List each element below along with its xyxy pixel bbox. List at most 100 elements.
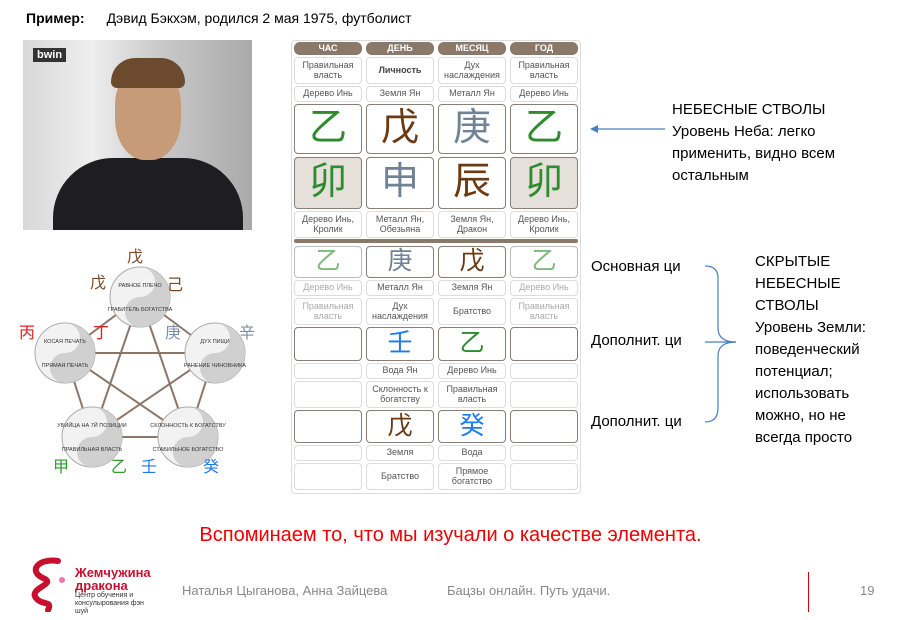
hidden-stem: 壬 (366, 327, 434, 361)
earthly-branch: 卯 (294, 157, 362, 209)
branch-label: Земля Ян, Дракон (438, 211, 506, 238)
column-header: ДЕНЬ (366, 42, 434, 55)
branch-label: Металл Ян, Обезьяна (366, 211, 434, 238)
hidden-stem-element: Дерево Инь (510, 280, 578, 296)
note-line: использовать (755, 385, 850, 402)
element-char: 乙 (111, 459, 127, 476)
note-line: потенциал; (755, 363, 833, 380)
logo-title: Жемчужина драконa (75, 565, 151, 593)
element-char: 辛 (239, 324, 255, 342)
note-line: Уровень Земли: (755, 319, 866, 336)
stem-element: Дерево Инь (294, 86, 362, 102)
hidden-stems-note: СКРЫТЫЕ НЕБЕСНЫЕ СТВОЛЫ Уровень Земли: п… (755, 251, 866, 449)
node-label-bottom: ГРАБИТЕЛЬ БОГАТСТВА (108, 307, 173, 313)
stem-ten-god: Правильная власть (510, 57, 578, 84)
element-char: 甲 (53, 459, 69, 476)
heavenly-stem: 乙 (294, 104, 362, 154)
element-char: 壬 (141, 458, 157, 476)
logo-subtitle: Центр обучения и консулырования фэн шуй (75, 592, 144, 615)
qi-main-label: Основная ци (591, 258, 681, 275)
branch-label: Дерево Инь, Кролик (510, 211, 578, 238)
heavenly-stem: 乙 (510, 104, 578, 154)
hidden-stem-ten-god (294, 463, 362, 490)
stem-ten-god: Дух наслаждения (438, 57, 506, 84)
hidden-stem-ten-god: Прямое богатство (438, 463, 506, 490)
element-char: 庚 (165, 324, 181, 342)
note-line: можно, но не (755, 407, 846, 424)
hidden-stem-ten-god: Правильная власть (510, 298, 578, 325)
hidden-stem (510, 410, 578, 443)
hidden-stem: 戊 (438, 246, 506, 278)
note-line: Уровень Неба: легко (672, 123, 816, 140)
node-label-bottom: ПРАВИЛЬНАЯ ВЛАСТЬ (62, 447, 123, 453)
note-line: СТВОЛЫ (755, 297, 819, 314)
hidden-stem (510, 327, 578, 361)
element-char: 癸 (203, 458, 219, 476)
element-char: 丁 (93, 325, 109, 342)
heaven-arrow (590, 125, 665, 133)
hidden-stem (294, 327, 362, 361)
example-text: Дэвид Бэкхэм, родился 2 мая 1975, футбол… (106, 10, 412, 26)
node-label-bottom: ПРЯМАЯ ПЕЧАТЬ (42, 363, 89, 369)
hidden-stem-element: Дерево Инь (438, 363, 506, 379)
hidden-stem: 乙 (294, 246, 362, 278)
hidden-stem-element (510, 363, 578, 379)
ten-god-node: ДУХ ПИЩИ РАНЕНИЕ ЧИНОВНИКА (184, 322, 246, 384)
earthly-branch: 申 (366, 157, 434, 209)
stem-ten-god: Личность (366, 57, 434, 84)
heavenly-stem: 戊 (366, 104, 434, 154)
hidden-stem-element: Металл Ян (366, 280, 434, 296)
node-label-top: РАВНОЕ ПЛЕЧО (118, 283, 162, 289)
hidden-stem: 癸 (438, 410, 506, 443)
note-line: всегда просто (755, 429, 853, 446)
note-line: остальным (672, 167, 749, 184)
hidden-stem-ten-god: Братство (366, 463, 434, 490)
photo-brand-text: bwin (33, 48, 67, 62)
hidden-stem-element: Земля Ян (438, 280, 506, 296)
hidden-stem-ten-god: Склонность к богатству (366, 381, 434, 408)
slide-slogan: Вспоминаем то, что мы изучали о качестве… (199, 524, 702, 546)
column-header: ЧАС (294, 42, 362, 55)
qi-additional-label-2: Дополнит. ци (591, 413, 682, 430)
note-line: НЕБЕСНЫЕ (755, 275, 841, 292)
earthly-branch: 卯 (510, 157, 578, 209)
dragon-logo-icon (18, 556, 73, 613)
footer-divider (808, 572, 809, 612)
stem-element: Земля Ян (366, 86, 434, 102)
hidden-stem-element (294, 363, 362, 379)
node-label-top: УБИЙЦА НА 7Й ПОЗИЦИИ (57, 421, 127, 429)
node-label-top: ДУХ ПИЩИ (200, 339, 230, 345)
ten-gods-diagram: РАВНОЕ ПЛЕЧО ГРАБИТЕЛЬ БОГАТСТВА ДУХ ПИЩИ Р… (19, 248, 255, 476)
node-label-top: СКЛОННОСТЬ К БОГАТСТВУ (150, 423, 226, 429)
hidden-stem: 乙 (438, 327, 506, 361)
ten-god-node: УБИЙЦА НА 7Й ПОЗИЦИИ ПРАВИЛЬНАЯ ВЛАСТЬ (57, 406, 127, 468)
stem-ten-god: Правильная власть (294, 57, 362, 84)
chart-divider (294, 239, 578, 243)
hidden-stem-element: Земля (366, 445, 434, 461)
hidden-stem-element: Дерево Инь (294, 280, 362, 296)
node-label-bottom: РАНЕНИЕ ЧИНОВНИКА (184, 363, 246, 369)
hidden-stem-ten-god: Братство (438, 298, 506, 325)
qi-additional-label-1: Дополнит. ци (591, 332, 682, 349)
hidden-stem (294, 410, 362, 443)
hidden-stem-element (294, 445, 362, 461)
slide-header: Пример:Дэвид Бэкхэм, родился 2 мая 1975,… (26, 10, 412, 26)
note-line: поведенческий (755, 341, 860, 358)
earthly-branch: 辰 (438, 157, 506, 209)
hidden-stem-ten-god (294, 381, 362, 408)
hidden-stem: 庚 (366, 246, 434, 278)
hidden-stem-element: Вода Ян (366, 363, 434, 379)
stem-element: Металл Ян (438, 86, 506, 102)
hidden-stem-element (510, 445, 578, 461)
hidden-stem-ten-god: Правильная власть (438, 381, 506, 408)
hidden-bracket (704, 265, 737, 423)
hidden-stem-ten-god: Дух наслаждения (366, 298, 434, 325)
hidden-stem-ten-god: Правильная власть (294, 298, 362, 325)
note-line: применить, видно всем (672, 145, 836, 162)
hidden-stem: 乙 (510, 246, 578, 278)
stem-element: Дерево Инь (510, 86, 578, 102)
footer-authors: Наталья Цыганова, Анна Зайцева (182, 583, 388, 598)
note-line: НЕБЕСНЫЕ СТВОЛЫ (672, 101, 826, 118)
node-label-top: КОСАЯ ПЕЧАТЬ (44, 339, 86, 345)
